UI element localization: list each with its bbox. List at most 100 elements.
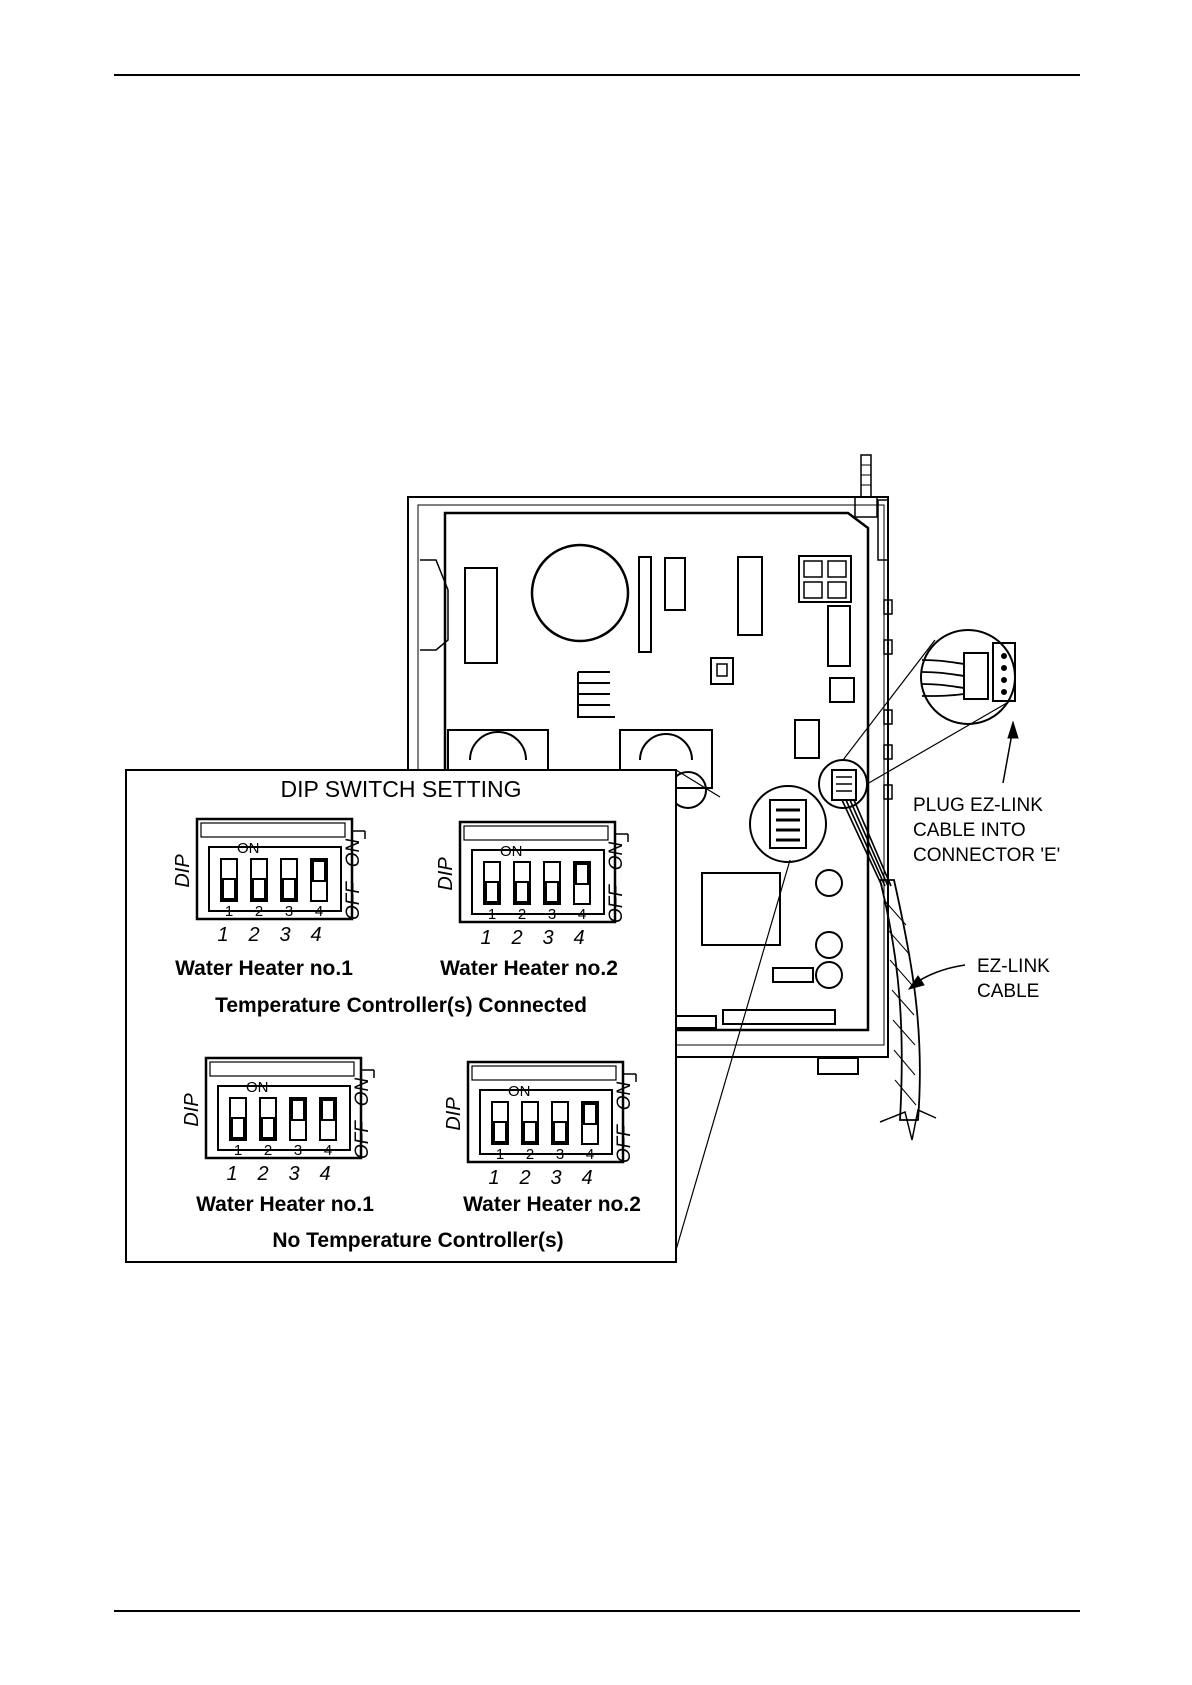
dip-position-label: 2	[256, 1163, 268, 1185]
dip-switch-knob	[312, 860, 326, 882]
dip-position-label: 3	[288, 1163, 299, 1185]
dip-position-label: 4	[319, 1163, 330, 1185]
dip-switch-knob	[553, 1121, 567, 1143]
dip-switch-number: 2	[255, 903, 263, 920]
dip-switch-knob	[222, 878, 236, 900]
dip-switch-number: 1	[225, 903, 233, 920]
dip-switch-knob	[523, 1121, 537, 1143]
dip-switch-knob	[493, 1121, 507, 1143]
dip-switch-number: 3	[548, 906, 556, 923]
cable-callout-line-2: CABLE	[977, 981, 1039, 1002]
cable-callout-label: EZ-LINK CABLE	[977, 956, 1050, 1002]
control-board	[407, 454, 1019, 1141]
plug-callout-line-2: CABLE INTO	[913, 820, 1026, 841]
group-2-heater-1-label: Water Heater no.1	[196, 1193, 374, 1216]
dip-on-side-label: ON	[606, 841, 627, 870]
dip-position-label: 1	[217, 924, 228, 946]
dip-position-label: 3	[542, 927, 553, 949]
dip-position-label: 1	[488, 1167, 499, 1189]
connector-e	[831, 769, 857, 801]
dip-position-label: 4	[310, 924, 321, 946]
group-2-caption: No Temperature Controller(s)	[272, 1229, 563, 1252]
dip-switch-number: 2	[264, 1142, 272, 1159]
dip-on-marker: ON	[500, 843, 523, 860]
group-1-heater-2-label: Water Heater no.2	[440, 957, 618, 980]
board-dip-switch-callout-circle	[749, 785, 827, 863]
cable-callout-line-1: EZ-LINK	[977, 956, 1050, 977]
dip-on-marker: ON	[246, 1079, 269, 1096]
dip-switch-knob	[252, 878, 266, 900]
dip-switch-number: 2	[518, 906, 526, 923]
dip-off-side-label: OFF	[343, 881, 364, 920]
dip-switch-number: 4	[324, 1142, 332, 1159]
dip-switch-knob	[321, 1099, 335, 1121]
dip-vertical-label: DIP	[172, 854, 194, 888]
dip-position-label: 1	[226, 1163, 237, 1185]
dip-switch-top-ridge	[209, 1061, 355, 1077]
dip-switch-knob	[515, 881, 529, 903]
dip-switch-number: 4	[315, 903, 323, 920]
plug-callout-line-3: CONNECTOR 'E'	[913, 845, 1060, 866]
dip-on-marker: ON	[237, 840, 260, 857]
dip-off-side-label: OFF	[614, 1124, 635, 1163]
dip-off-side-label: OFF	[352, 1120, 373, 1159]
dip-switch-number: 1	[496, 1146, 504, 1163]
footer-rule	[114, 1610, 1080, 1612]
dip-switch-knob	[545, 881, 559, 903]
component-left-block	[464, 567, 498, 664]
dip-switch-number: 3	[556, 1146, 564, 1163]
dip-panel-title: DIP SWITCH SETTING	[280, 776, 521, 802]
dip-off-side-label: OFF	[606, 884, 627, 923]
dip-vertical-label: DIP	[443, 1097, 465, 1131]
dip-on-marker: ON	[508, 1083, 531, 1100]
dip-vertical-label: DIP	[181, 1093, 203, 1127]
group-1-caption: Temperature Controller(s) Connected	[215, 994, 587, 1017]
hinge-flap	[420, 559, 449, 651]
dip-switch-number: 1	[234, 1142, 242, 1159]
ez-link-wires	[841, 799, 892, 887]
dip-vertical-label: DIP	[435, 857, 457, 891]
heat-sink	[577, 671, 615, 718]
antenna-connector	[860, 454, 872, 498]
dip-switch-top-ridge	[471, 1065, 617, 1081]
dip-position-label: 3	[279, 924, 290, 946]
dip-switch-number: 2	[526, 1146, 534, 1163]
dip-switch-number: 1	[488, 906, 496, 923]
dip-switch-knob	[575, 863, 589, 885]
dip-position-label: 2	[247, 924, 259, 946]
dip-switch-top-ridge	[463, 825, 609, 841]
group-1-heater-1-label: Water Heater no.1	[175, 957, 353, 980]
dip-switch-number: 4	[578, 906, 586, 923]
dip-position-label: 2	[518, 1167, 530, 1189]
dip-switch-knob	[231, 1117, 245, 1139]
group-2-heater-2-label: Water Heater no.2	[463, 1193, 641, 1216]
board-dip-switch	[769, 799, 807, 849]
dip-switch-knob	[291, 1099, 305, 1121]
plug-magnifier	[920, 629, 1016, 725]
dip-position-label: 4	[581, 1167, 592, 1189]
dip-switch-knob	[282, 878, 296, 900]
header-rule	[114, 74, 1080, 76]
edge-connector-long	[722, 1009, 836, 1025]
dip-switch-knob	[261, 1117, 275, 1139]
dip-switch-number: 4	[586, 1146, 594, 1163]
dip-position-label: 1	[480, 927, 491, 949]
dip-switch-top-ridge	[200, 822, 346, 838]
ez-link-cable	[878, 879, 921, 1121]
dip-switch-knob	[583, 1103, 597, 1125]
dip-position-label: 4	[573, 927, 584, 949]
capacitor-large	[530, 543, 630, 643]
dip-position-label: 2	[510, 927, 522, 949]
dip-position-label: 3	[550, 1167, 561, 1189]
dip-on-side-label: ON	[343, 838, 364, 867]
plug-callout-line-1: PLUG EZ-LINK	[913, 795, 1043, 816]
processor	[701, 872, 781, 946]
dip-switch-number: 3	[285, 903, 293, 920]
dip-switch-number: 3	[294, 1142, 302, 1159]
